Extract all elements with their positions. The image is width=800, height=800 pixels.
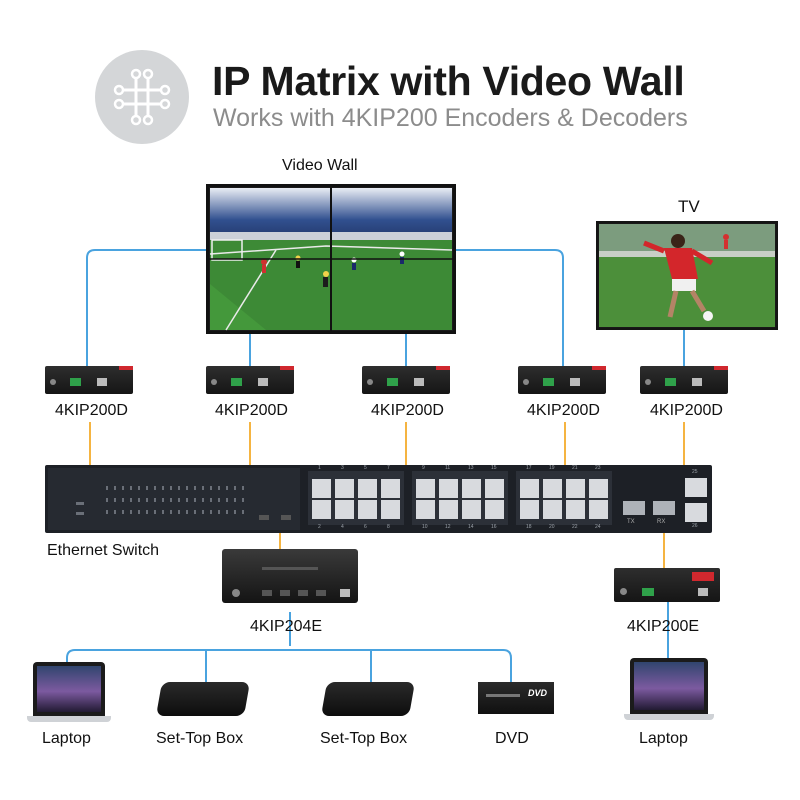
laptop-icon-1 <box>27 662 111 724</box>
page-title: IP Matrix with Video Wall <box>212 58 685 104</box>
port-number-label: 20 <box>549 524 555 530</box>
port-number-label: 16 <box>491 524 497 530</box>
encoder-4kip204e-label: 4KIP204E <box>250 618 323 635</box>
decoder-device-3 <box>362 366 450 394</box>
port-number-label: 23 <box>595 465 601 471</box>
port-number-label: 8 <box>387 524 390 530</box>
ethernet-switch-label: Ethernet Switch <box>47 542 160 559</box>
port-number-label: 24 <box>595 524 601 530</box>
hdmi-wire-tree <box>66 649 512 682</box>
switch-status-panel <box>48 468 300 530</box>
set-top-box-label-2: Set-Top Box <box>320 730 408 747</box>
port-number-label: 17 <box>526 465 532 471</box>
port-number-label: 4 <box>341 524 344 530</box>
decoder-device-1 <box>45 366 133 394</box>
video-wall <box>206 184 456 334</box>
port-number-label: 22 <box>572 524 578 530</box>
combo-ports <box>685 478 707 522</box>
port-number-label: 5 <box>364 465 367 471</box>
tv-label: TV <box>678 197 700 216</box>
decoder-label-1: 4KIP200D <box>55 402 128 419</box>
port-number-label: 19 <box>549 465 555 471</box>
port-number-label: 9 <box>422 465 425 471</box>
port-group-1 <box>308 471 404 525</box>
decoder-label-3: 4KIP200D <box>371 402 444 419</box>
dvd-player-icon: DVD <box>478 682 554 714</box>
set-top-box-label-1: Set-Top Box <box>156 730 244 747</box>
port-number-label: 3 <box>341 465 344 471</box>
set-top-box-icon-2 <box>321 682 415 716</box>
sfp-port-1 <box>623 501 645 515</box>
laptop-label-2: Laptop <box>639 730 688 747</box>
decoder-label-5: 4KIP200D <box>650 402 723 419</box>
port-number-label: 2 <box>318 524 321 530</box>
mode-button <box>281 515 291 520</box>
hdmi-wire-4 <box>452 249 564 368</box>
port-number-label: 12 <box>445 524 451 530</box>
port-number-label: 26 <box>692 523 698 529</box>
port-number-label: 14 <box>468 524 474 530</box>
page-subtitle: Works with 4KIP200 Encoders & Decoders <box>213 104 688 132</box>
hdmi-wire-1 <box>86 249 212 368</box>
port-number-label: 10 <box>422 524 428 530</box>
decoder-device-2 <box>206 366 294 394</box>
port-number-label: 13 <box>468 465 474 471</box>
port-group-2 <box>412 471 508 525</box>
port-number-label: 15 <box>491 465 497 471</box>
port-number-label: 7 <box>387 465 390 471</box>
tv-screen <box>596 221 778 330</box>
tv-image <box>596 221 778 330</box>
set-top-box-icon-1 <box>156 682 250 716</box>
port-number-label: 25 <box>692 469 698 475</box>
sfp-label-tx: TX <box>627 519 635 525</box>
port-group-3 <box>516 471 612 525</box>
video-wall-image <box>206 184 456 334</box>
encoder-4kip200e-device <box>614 568 720 602</box>
encoder-4kip204e-device <box>222 549 358 603</box>
dvd-logo: DVD <box>528 688 548 698</box>
laptop-icon-2 <box>624 658 714 722</box>
decoder-label-2: 4KIP200D <box>215 402 288 419</box>
sfp-label-rx: RX <box>657 519 666 525</box>
matrix-logo-icon <box>95 50 189 144</box>
decoder-device-5 <box>640 366 728 394</box>
dvd-label: DVD <box>495 730 529 747</box>
port-number-label: 21 <box>572 465 578 471</box>
port-number-label: 18 <box>526 524 532 530</box>
decoder-device-4 <box>518 366 606 394</box>
port-number-label: 11 <box>445 465 451 471</box>
video-wall-label: Video Wall <box>282 157 358 174</box>
port-number-label: 6 <box>364 524 367 530</box>
port-number-label: 1 <box>318 465 321 471</box>
sfp-port-2 <box>653 501 675 515</box>
decoder-label-4: 4KIP200D <box>527 402 600 419</box>
laptop-label-1: Laptop <box>42 730 91 747</box>
reset-button <box>259 515 269 520</box>
encoder-4kip200e-label: 4KIP200E <box>627 618 700 635</box>
